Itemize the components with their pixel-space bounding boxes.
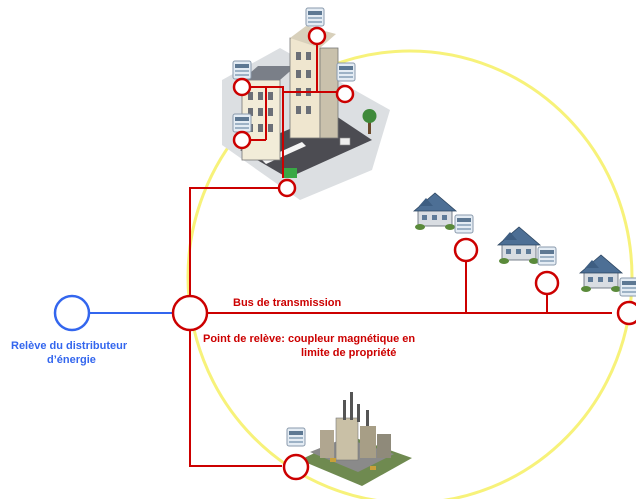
main-metering-point xyxy=(171,294,209,332)
building-node xyxy=(232,77,252,97)
electric-meter-icon xyxy=(619,277,636,297)
house-icon xyxy=(497,226,541,265)
factory-icon xyxy=(300,392,412,486)
building-node xyxy=(335,84,355,104)
electric-meter-icon xyxy=(232,60,252,80)
building-wiring xyxy=(250,45,337,178)
transmission-network xyxy=(189,187,612,467)
electric-meter-icon xyxy=(336,62,356,82)
electric-meter-icon xyxy=(286,427,306,447)
coverage-ring xyxy=(186,49,634,499)
electric-meter-icon xyxy=(537,246,557,266)
apartment-block-icon xyxy=(222,26,390,200)
distributor-label-line2: d’énergie xyxy=(47,354,96,366)
factory-node xyxy=(282,453,310,481)
building-node xyxy=(277,178,297,198)
house-node xyxy=(616,300,636,326)
electric-meter-icon xyxy=(305,7,325,27)
electric-meter-icon xyxy=(454,214,474,234)
building-node xyxy=(232,130,252,150)
distributor-label: Relève du distributeur xyxy=(11,340,128,352)
bus-label: Bus de transmission xyxy=(233,297,342,309)
electric-meter-icon xyxy=(232,113,252,133)
metering-point-label-line2: limite de propriété xyxy=(301,347,397,359)
distributor-node xyxy=(53,294,91,332)
house-icon xyxy=(413,192,457,231)
house-icon xyxy=(579,254,623,293)
metering-point-label: Point de relève: coupleur magnétique en xyxy=(203,333,416,345)
house-node xyxy=(453,237,479,263)
house-node xyxy=(534,270,560,296)
building-node xyxy=(307,26,327,46)
